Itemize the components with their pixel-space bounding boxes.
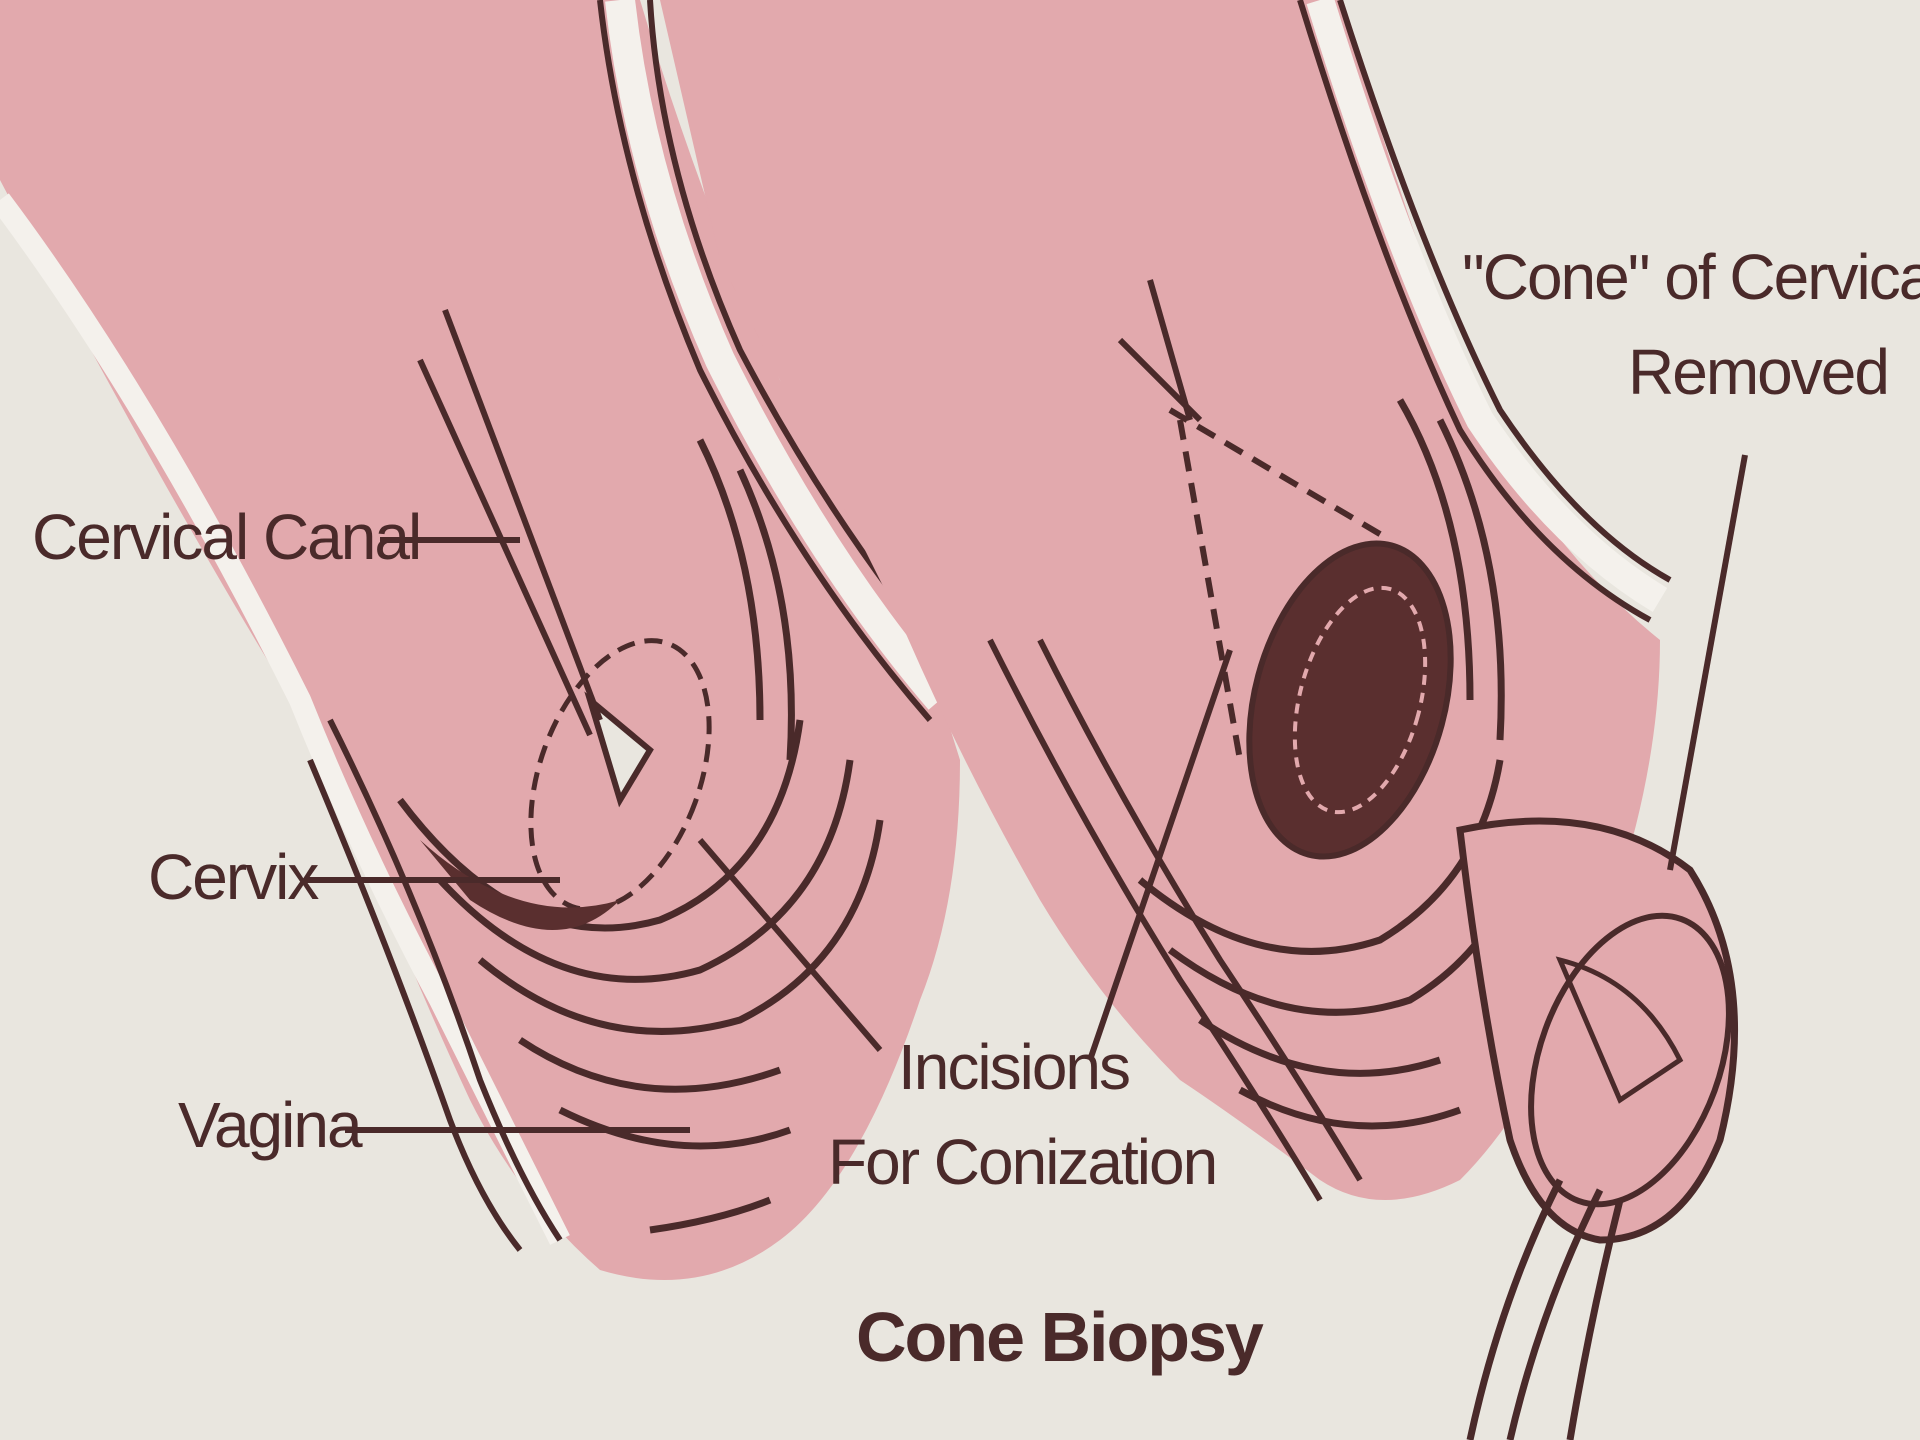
label-cervical-canal: Cervical Canal — [32, 505, 420, 569]
label-cone-line2: Removed — [1628, 340, 1888, 404]
label-cervix: Cervix — [148, 845, 317, 909]
figure-title: Cone Biopsy — [856, 1302, 1262, 1372]
label-cone-line1: "Cone" of Cervical Ti — [1462, 245, 1920, 309]
label-vagina: Vagina — [178, 1093, 361, 1157]
label-incisions-line1: Incisions — [898, 1035, 1129, 1099]
leader-cone — [1670, 455, 1745, 870]
removed-cone — [1460, 821, 1735, 1240]
label-incisions-line2: For Conization — [828, 1130, 1216, 1194]
